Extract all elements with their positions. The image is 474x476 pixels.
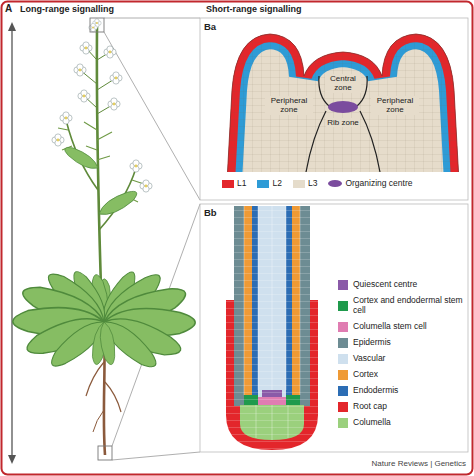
panel-title: Long-range signalling (20, 4, 150, 15)
legend-text: Columella stem cell (353, 322, 427, 332)
panel-letter: Bb (204, 207, 226, 218)
zone-label: Central zone (325, 74, 361, 93)
legend-item: Endodermis (338, 386, 466, 396)
flowers (80, 42, 92, 54)
legend-item: Cortex (338, 370, 466, 380)
root (105, 382, 121, 412)
legend-item: Cortex and endodermal stem cell (338, 296, 466, 316)
organizing-centre (328, 101, 358, 113)
zoom-box (98, 446, 112, 460)
legend-swatch (338, 418, 348, 428)
stem (58, 122, 144, 202)
flowers (104, 46, 116, 58)
legend-swatch (328, 180, 342, 187)
legend-text: Cortex (353, 370, 378, 380)
legend-text: Cortex and endodermal stem cell (353, 296, 466, 316)
flowers (60, 112, 72, 124)
rosette (97, 314, 162, 373)
plant (13, 18, 195, 460)
flowers (130, 160, 142, 172)
root (86, 362, 104, 396)
legend-item: L2 (257, 179, 281, 189)
zoom-lines (104, 32, 200, 200)
zoom-box (90, 18, 104, 32)
zone-boundaries (306, 111, 326, 172)
shoot-meristem (200, 18, 468, 172)
shoot-meristem (200, 18, 468, 172)
legend-item: Organizing centre (328, 179, 412, 189)
legend-text: Quiescent centre (353, 280, 417, 290)
legend-text: Vascular (353, 354, 385, 364)
cauline-leaves (96, 187, 140, 220)
root-tip (220, 206, 324, 452)
shoot-meristem (200, 18, 468, 172)
legend-swatch (338, 322, 348, 332)
panel-letter: Ba (204, 21, 226, 32)
legend-swatch (222, 180, 234, 188)
flowers (78, 90, 90, 102)
legend-text: Endodermis (353, 386, 398, 396)
panel-title: Short-range signalling (206, 4, 356, 15)
legend-item: Columella (338, 418, 466, 428)
zone-label: Rib zone (326, 118, 360, 127)
legend-item: Quiescent centre (338, 280, 466, 290)
legend-item: Epidermis (338, 338, 466, 348)
legend-text: L2 (272, 179, 281, 189)
zone-boundaries (360, 111, 380, 172)
flowers (52, 19, 152, 192)
root (93, 410, 104, 432)
root-tip (244, 206, 300, 440)
legend: Quiescent centreCortex and endodermal st… (338, 280, 466, 428)
flowers (74, 64, 86, 76)
cauline-leaves (62, 144, 140, 220)
scale-arrow (8, 455, 16, 464)
flowers (140, 180, 152, 192)
flowers (108, 98, 120, 110)
rosette (13, 267, 195, 373)
legend-swatch (257, 180, 269, 188)
shoot-meristem (200, 18, 468, 172)
flowers (110, 72, 122, 84)
cauline-leaves (62, 144, 101, 173)
scale-arrow (11, 30, 12, 456)
legend-text: Organizing centre (345, 179, 412, 189)
legend-swatch (338, 370, 348, 380)
scale-arrow (8, 22, 16, 31)
legend-item: L1 (222, 179, 246, 189)
rosette (97, 321, 118, 366)
zone-label: Peripheral zone (371, 96, 419, 115)
legend-swatch (293, 180, 305, 188)
scale-arrow (8, 22, 16, 464)
zoom-lines (112, 452, 200, 460)
zoom-lines (104, 18, 200, 460)
panel-letter: A (5, 3, 19, 15)
legend-text: Root cap (353, 402, 387, 412)
legend-swatch (338, 354, 348, 364)
flowers (52, 134, 64, 146)
legend-text: Epidermis (353, 338, 391, 348)
shoot-meristem (226, 34, 460, 172)
legend-swatch (338, 402, 348, 412)
legend-item: Root cap (338, 402, 466, 412)
legend-text: L1 (237, 179, 246, 189)
root-tip (220, 206, 324, 452)
zoom-lines (104, 18, 200, 19)
legend-swatch (338, 386, 348, 396)
legend-text: Columella (353, 418, 391, 428)
legend: L1 L2 L3 Organizing centre (222, 179, 462, 189)
zone-label: Peripheral zone (265, 96, 313, 115)
legend-swatch (338, 280, 348, 290)
journal-credit: Nature Reviews | Genetics (270, 459, 466, 468)
legend-item: L3 (293, 179, 317, 189)
panel-frame (200, 204, 468, 452)
legend-item: Columella stem cell (338, 322, 466, 332)
legend-text: L3 (308, 179, 317, 189)
legend-item: Vascular (338, 354, 466, 364)
legend-swatch (338, 338, 348, 348)
legend-swatch (338, 301, 348, 311)
